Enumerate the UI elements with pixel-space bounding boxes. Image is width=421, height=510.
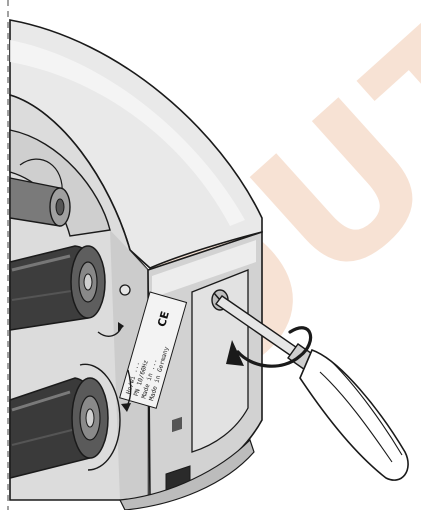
- rating-label-frame: [119, 291, 188, 409]
- screwdriver-handle: [299, 348, 409, 481]
- housing-base-foot: [119, 438, 255, 510]
- roller-arrow-head-lower: [121, 403, 131, 412]
- screwdriver-grip-line-2: [331, 361, 403, 456]
- lower-roller-ring: [79, 363, 121, 471]
- indicator-hole: [119, 284, 131, 296]
- screwdriver-icon: [215, 295, 409, 481]
- upper-roller: [9, 177, 71, 227]
- housing-top-shading: [10, 40, 245, 226]
- side-panel-bevel: [152, 240, 256, 298]
- middle-roller: [9, 245, 106, 331]
- lower-roller: [9, 377, 109, 479]
- rating-label: Ho/wi ... PN 10/60Hz Made in ... Made in…: [119, 291, 188, 409]
- roller-arrow-head-middle: [118, 322, 124, 332]
- counterclockwise-arrow-icon: [226, 326, 313, 368]
- ce-mark: CE: [155, 310, 172, 329]
- screwdriver-grip-line-1: [319, 371, 393, 463]
